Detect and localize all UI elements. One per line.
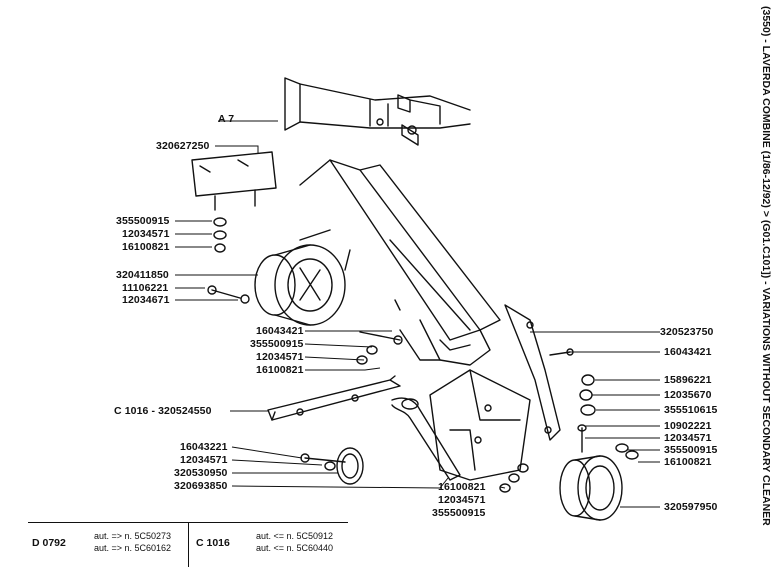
fastener-stack-1 (213, 217, 227, 253)
part-label: 12034571 (664, 432, 712, 444)
bolt-stack-3 (356, 331, 403, 365)
part-label: 16100821 (664, 456, 712, 468)
part-label: 355510615 (664, 404, 718, 416)
part-label: 16043421 (256, 325, 304, 337)
part-label: 12034571 (256, 351, 304, 363)
page-title-text: (3550) - LAVERDA COMBINE (1/86-12/92) > … (760, 6, 772, 526)
bolt-stack-2 (207, 285, 250, 304)
cover-plate (191, 151, 277, 211)
part-label: 16043421 (664, 346, 712, 358)
part-label: 355500915 (116, 215, 170, 227)
part-label: 355500915 (250, 338, 304, 350)
variant-line: aut. <= n. 5C50912 (256, 531, 334, 541)
page-title-vertical: (3550) - LAVERDA COMBINE (1/86-12/92) > … (760, 6, 774, 566)
right-washer-stack (577, 374, 639, 460)
part-label: 10902221 (664, 420, 712, 432)
part-label: 320627250 (156, 140, 210, 152)
part-label: 12034671 (122, 294, 170, 306)
support-strap (267, 375, 401, 421)
variant-line: aut. => n. 5C60162 (94, 543, 172, 553)
part-label: 16043221 (180, 441, 228, 453)
fan-housing (254, 229, 351, 326)
part-label: 355500915 (664, 444, 718, 456)
part-label: 320693850 (174, 480, 228, 492)
part-label: 12034571 (122, 228, 170, 240)
feeder-tube (299, 159, 501, 366)
drum (559, 455, 623, 521)
label-a7: A 7 (218, 113, 235, 125)
part-label: C 1016 - 320524550 (114, 405, 212, 417)
part-label: 320597950 (664, 501, 718, 513)
variant-footer-table: D 0792 aut. => n. 5C50273 aut. => n. 5C6… (28, 522, 348, 573)
frame-bracket-top (284, 77, 471, 146)
part-label: 11106221 (122, 282, 169, 294)
variant-code-left: D 0792 (32, 537, 66, 549)
part-label: 320530950 (174, 467, 228, 479)
part-label: 320523750 (660, 326, 714, 338)
part-label: 16100821 (256, 364, 304, 376)
part-label: 12035670 (664, 389, 712, 401)
part-label: 16100821 (122, 241, 170, 253)
part-label: 16100821 (438, 481, 486, 493)
footer-divider (188, 523, 189, 567)
right-arm (504, 304, 574, 441)
lower-pipe (391, 397, 461, 481)
variant-code-right: C 1016 (196, 537, 230, 549)
part-label: 320411850 (116, 269, 169, 281)
variant-line: aut. <= n. 5C60440 (256, 543, 334, 553)
ring-seal (336, 447, 364, 485)
part-label: 355500915 (432, 507, 486, 519)
variant-line: aut. => n. 5C50273 (94, 531, 172, 541)
lower-bracket (429, 369, 531, 481)
part-label: 12034571 (180, 454, 228, 466)
part-label: 15896221 (664, 374, 712, 386)
part-label: 12034571 (438, 494, 486, 506)
bottom-washer-stack (499, 463, 529, 493)
